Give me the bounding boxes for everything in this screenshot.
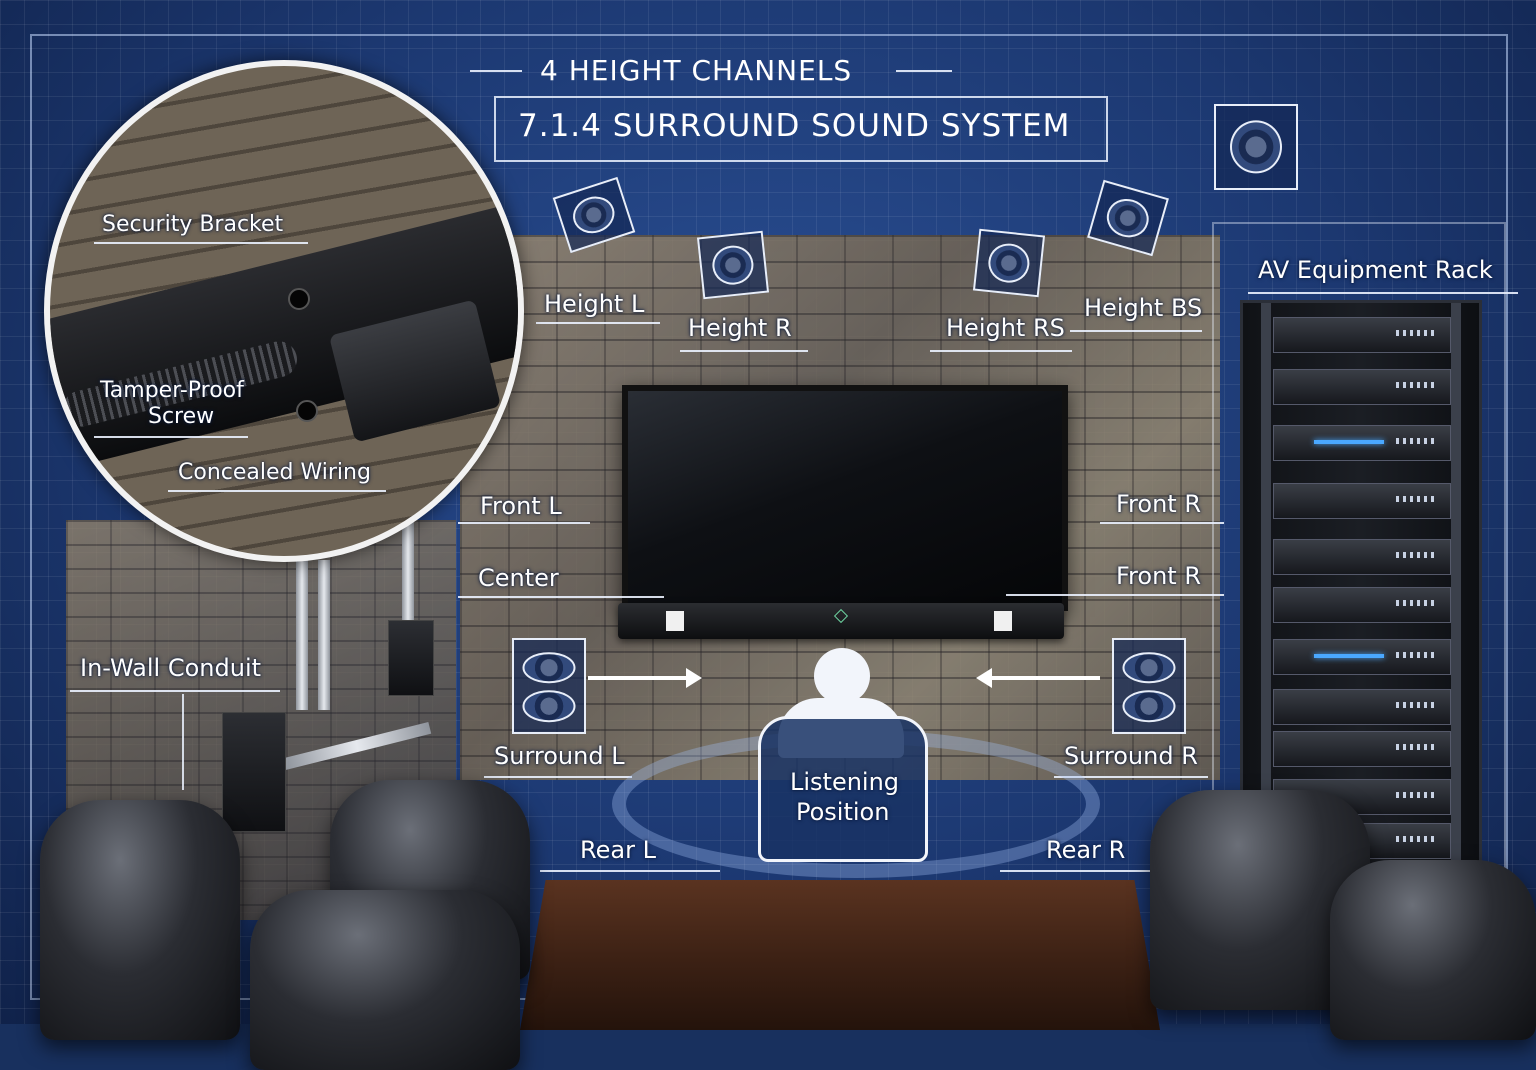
security-bracket-label: Security Bracket xyxy=(102,212,284,237)
conduit-pipe xyxy=(296,560,308,710)
soundbar-end-left xyxy=(666,611,684,631)
height-r-underline xyxy=(680,350,808,352)
rack-unit xyxy=(1273,639,1451,675)
rack-unit xyxy=(1273,425,1451,461)
av-rack-underline xyxy=(1248,292,1518,294)
rack-unit xyxy=(1273,317,1451,353)
rack-unit xyxy=(1273,369,1451,405)
tamper-proof-label-line2: Screw xyxy=(148,404,215,429)
security-bracket-underline xyxy=(94,242,308,244)
junction-box xyxy=(222,712,286,832)
soundbar-led xyxy=(833,608,849,624)
bracket-detail-inset: Security Bracket Tamper-Proof Screw Conc… xyxy=(44,60,524,562)
tamper-proof-label-line1: Tamper-Proof xyxy=(100,378,244,403)
height-l-label: Height L xyxy=(544,290,645,318)
height-rs-label: Height RS xyxy=(946,314,1065,342)
height-rs-underline xyxy=(930,350,1072,352)
speaker-icon xyxy=(696,230,770,300)
front-r-underline xyxy=(1100,522,1224,524)
concealed-wiring-underline xyxy=(168,490,386,492)
speaker-cone xyxy=(568,191,620,239)
rear-r-label: Rear R xyxy=(1046,836,1126,864)
chair xyxy=(1330,860,1536,1040)
system-title: 7.1.4 SURROUND SOUND SYSTEM xyxy=(518,108,1071,144)
chair xyxy=(250,890,520,1070)
speaker-cone xyxy=(1102,194,1154,242)
title-box xyxy=(494,96,1108,162)
speaker-cone xyxy=(1122,690,1176,723)
rack-unit xyxy=(1273,539,1451,575)
screw-hole xyxy=(288,288,310,310)
person-icon xyxy=(814,648,870,704)
rack-unit xyxy=(1273,587,1451,623)
title-line-left xyxy=(470,70,522,72)
listening-seat xyxy=(758,716,928,862)
chair xyxy=(40,800,240,1040)
front-r-lower-label: Front R xyxy=(1116,562,1202,590)
conference-table xyxy=(520,880,1160,1030)
in-wall-conduit-label: In-Wall Conduit xyxy=(80,654,262,682)
rack-unit xyxy=(1273,483,1451,519)
tamper-proof-underline xyxy=(94,436,248,438)
rear-l-underline xyxy=(540,870,720,872)
speaker-cone xyxy=(522,690,576,723)
rack-post-right xyxy=(1451,303,1461,873)
rack-unit xyxy=(1273,731,1451,767)
front-l-label: Front L xyxy=(480,492,562,520)
height-bs-underline xyxy=(1070,330,1202,332)
rack-unit xyxy=(1273,689,1451,725)
height-r-label: Height R xyxy=(688,314,792,342)
in-wall-conduit-underline xyxy=(70,690,280,692)
height-bs-label: Height BS xyxy=(1084,294,1203,322)
rear-r-underline xyxy=(1000,870,1160,872)
front-r-lower-underline xyxy=(1006,594,1224,596)
rear-l-label: Rear L xyxy=(580,836,656,864)
surround-l-underline xyxy=(484,776,632,778)
conduit-pipe xyxy=(318,560,330,710)
speaker-cone xyxy=(1122,651,1176,684)
speaker-icon xyxy=(512,638,586,734)
concealed-wiring-label: Concealed Wiring xyxy=(178,460,371,485)
speaker-cone xyxy=(986,241,1032,285)
surround-r-underline xyxy=(1054,776,1208,778)
soundbar-end-right xyxy=(994,611,1012,631)
listening-position-line2: Position xyxy=(796,798,890,826)
speaker-cone xyxy=(1230,120,1282,174)
center-underline xyxy=(458,596,664,598)
speaker-cone xyxy=(710,243,756,287)
speaker-icon xyxy=(1112,638,1186,734)
speaker-icon xyxy=(972,228,1046,298)
soundbar-icon xyxy=(618,603,1064,639)
title-line-right xyxy=(896,70,952,72)
conduit-pointer xyxy=(182,694,184,790)
listening-position-line1: Listening xyxy=(790,768,900,796)
arrow-icon xyxy=(976,668,1100,688)
front-r-label: Front R xyxy=(1116,490,1202,518)
arrow-icon xyxy=(588,668,702,688)
height-channels-title: 4 HEIGHT CHANNELS xyxy=(540,54,853,87)
height-l-underline xyxy=(536,322,660,324)
surround-r-label: Surround R xyxy=(1064,742,1198,770)
speaker-cone xyxy=(522,651,576,684)
av-rack-label: AV Equipment Rack xyxy=(1258,256,1493,284)
conduit-pipe xyxy=(402,520,414,630)
center-label: Center xyxy=(478,564,559,592)
screw-hole xyxy=(296,400,318,422)
speaker-icon xyxy=(1214,104,1298,190)
surround-l-label: Surround L xyxy=(494,742,625,770)
tv-icon xyxy=(622,385,1068,611)
front-l-underline xyxy=(458,522,590,524)
junction-box xyxy=(388,620,434,696)
rack-post-left xyxy=(1261,303,1271,873)
